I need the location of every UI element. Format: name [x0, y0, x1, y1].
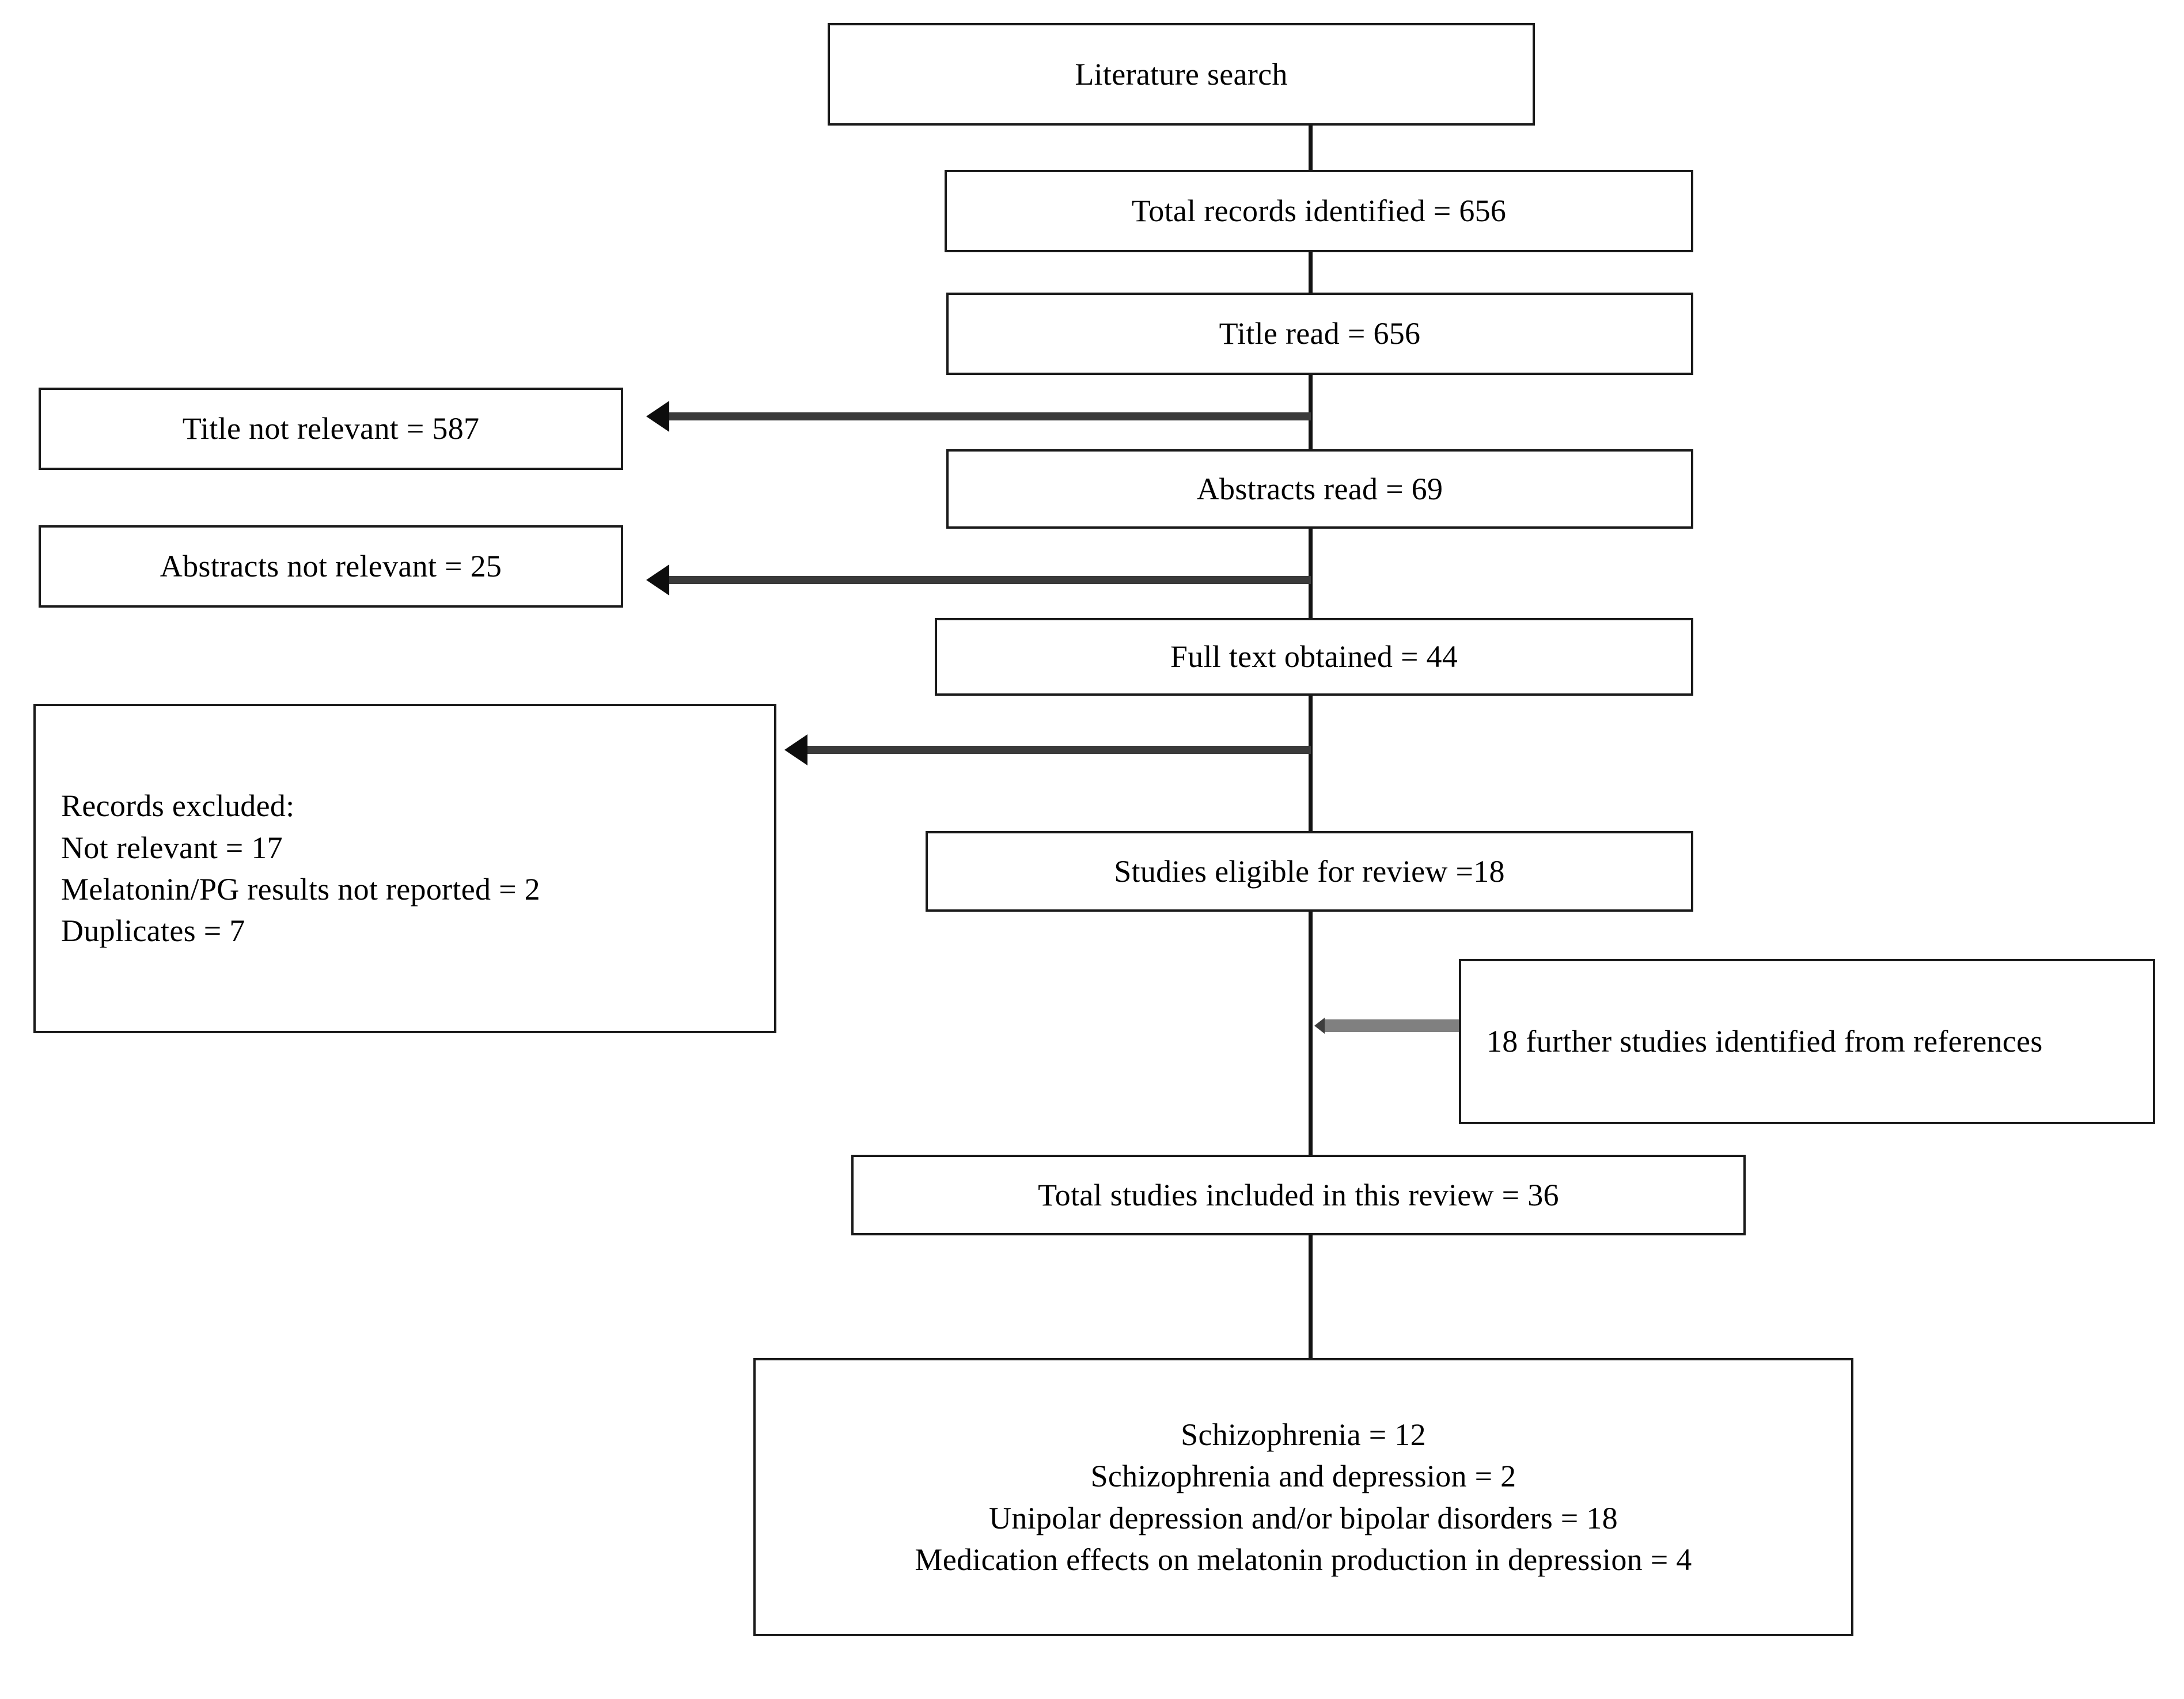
node-abstracts-not-relevant-label: Abstracts not relevant = 25 — [160, 549, 502, 584]
node-title-read-label: Title read = 656 — [1219, 316, 1421, 351]
node-literature-search[interactable]: Literature search — [828, 23, 1535, 126]
connector-to-title-not-relevant — [668, 412, 1311, 420]
node-literature-search-label: Literature search — [1075, 56, 1288, 92]
node-total-included-label: Total studies included in this review = … — [1038, 1177, 1559, 1212]
connector-eligible-to-total — [1309, 910, 1313, 1163]
node-diagnosis-breakdown[interactable]: Schizophrenia = 12 Schizophrenia and dep… — [753, 1358, 1853, 1636]
node-abstracts-not-relevant[interactable]: Abstracts not relevant = 25 — [39, 525, 623, 608]
node-diagnosis-breakdown-label: Schizophrenia = 12 Schizophrenia and dep… — [915, 1417, 1692, 1577]
node-total-records-label: Total records identified = 656 — [1131, 194, 1507, 229]
node-title-not-relevant-label: Title not relevant = 587 — [182, 411, 480, 446]
arrowhead-further-studies — [1314, 1018, 1325, 1034]
connector-abstracts-to-fulltext — [1309, 527, 1313, 622]
node-studies-eligible[interactable]: Studies eligible for review =18 — [926, 831, 1693, 912]
node-further-studies-label: 18 further studies identified from refer… — [1487, 1024, 2043, 1059]
connector-to-abstracts-not-relevant — [668, 576, 1311, 584]
arrowhead-title-not-relevant — [646, 401, 669, 432]
node-records-excluded[interactable]: Records excluded: Not relevant = 17 Mela… — [33, 704, 776, 1033]
node-abstracts-read-label: Abstracts read = 69 — [1196, 471, 1443, 506]
arrowhead-records-excluded — [784, 734, 807, 765]
node-title-read[interactable]: Title read = 656 — [946, 293, 1693, 375]
connector-records-to-title — [1309, 251, 1313, 299]
node-total-records[interactable]: Total records identified = 656 — [945, 170, 1693, 252]
node-studies-eligible-label: Studies eligible for review =18 — [1114, 854, 1505, 889]
node-records-excluded-label: Records excluded: Not relevant = 17 Mela… — [61, 788, 540, 949]
node-full-text-obtained-label: Full text obtained = 44 — [1170, 639, 1458, 674]
node-title-not-relevant[interactable]: Title not relevant = 587 — [39, 388, 623, 470]
node-total-included[interactable]: Total studies included in this review = … — [851, 1155, 1746, 1235]
connector-fulltext-to-eligible — [1309, 694, 1313, 835]
node-further-studies[interactable]: 18 further studies identified from refer… — [1459, 959, 2155, 1124]
connector-search-to-records — [1309, 124, 1313, 173]
node-full-text-obtained[interactable]: Full text obtained = 44 — [935, 618, 1693, 696]
node-abstracts-read[interactable]: Abstracts read = 69 — [946, 449, 1693, 529]
connector-total-to-breakdown — [1309, 1235, 1313, 1359]
connector-to-records-excluded — [806, 746, 1311, 754]
arrowhead-abstracts-not-relevant — [646, 564, 669, 596]
connector-further-studies — [1325, 1019, 1460, 1032]
